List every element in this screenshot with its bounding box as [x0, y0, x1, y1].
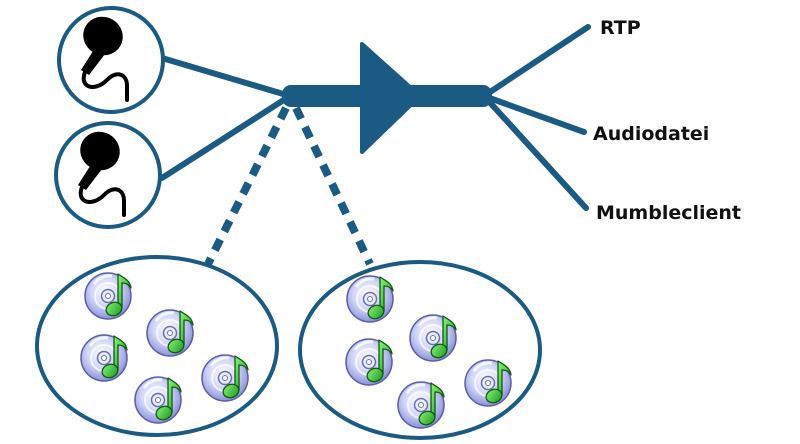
collection-left: [35, 255, 279, 437]
audiodatei-branch-line: [481, 93, 587, 135]
output-label-audiodatei: Audiodatei: [593, 123, 709, 145]
microphone-node-1: [57, 6, 165, 114]
music-cd-icon: [133, 375, 183, 425]
collection-right: [298, 260, 542, 440]
rtp-branch-line: [481, 24, 591, 99]
microphone-node-2: [54, 121, 162, 229]
music-cd-icon: [396, 380, 446, 430]
mic-2-connector-line: [159, 93, 293, 181]
output-label-rtp: RTP: [600, 17, 641, 39]
collection-right-dotted-connector: [292, 106, 374, 266]
mic-1-connector-line: [159, 55, 293, 99]
output-label-mumbleclient: Mumbleclient: [596, 202, 741, 224]
music-cd-icon: [408, 313, 458, 363]
flow-arrow-icon: [360, 42, 422, 154]
music-cd-icon: [83, 271, 133, 321]
music-cd-icon: [79, 333, 129, 383]
music-cd-icon: [463, 358, 513, 408]
music-cd-icon: [145, 308, 195, 358]
music-cd-icon: [345, 274, 395, 324]
music-cd-icon: [344, 337, 394, 387]
music-cd-icon: [200, 353, 250, 403]
mumbleclient-branch-line: [481, 93, 589, 211]
collection-left-dotted-connector: [204, 106, 290, 266]
